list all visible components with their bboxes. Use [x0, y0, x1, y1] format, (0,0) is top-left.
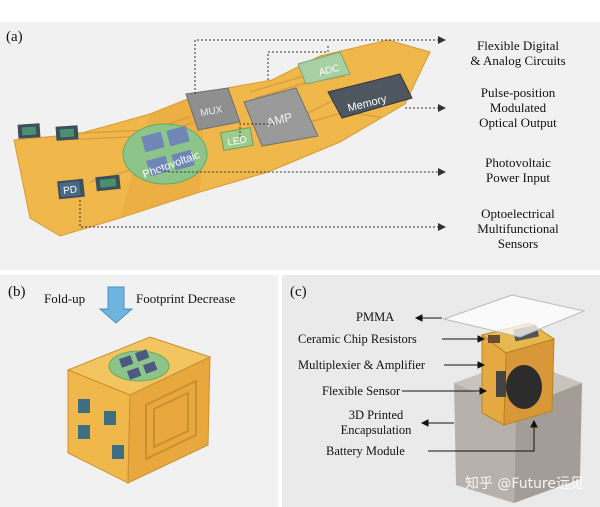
callout-sensors-line3: Sensors — [497, 236, 539, 251]
panel-a: PD Photovoltaic MUX LED — [0, 22, 600, 270]
amp-label: AMP — [265, 110, 294, 130]
multiplexier-amplifier-label: Multiplexier & Amplifier — [298, 358, 426, 372]
memory-chip — [327, 73, 413, 119]
inner-module — [480, 322, 556, 426]
callout-sensors-line1: Optoelectrical — [481, 206, 555, 221]
led-label: LED — [227, 134, 248, 148]
pmma-label: PMMA — [356, 310, 395, 324]
footprint-decrease-label: Footprint Decrease — [136, 291, 236, 306]
pmma-sheet — [442, 294, 586, 338]
folded-cube — [66, 336, 212, 484]
panel-b: (b) Fold-up Footprint Decrease — [0, 275, 278, 507]
callout-arrowheads — [438, 36, 446, 231]
callout-power-line2: Power Input — [486, 170, 550, 185]
callout-optical-line3: Optical Output — [479, 115, 557, 130]
watermark: 知乎 @Future远见 — [464, 476, 584, 492]
adc-chip — [297, 51, 351, 85]
panel-c-illustration — [402, 294, 586, 503]
fold-down-arrow — [98, 286, 134, 324]
callout-lines — [79, 39, 438, 228]
callout-digital: Flexible Digital & Analog Circuits — [446, 38, 590, 68]
photovoltaic-cell — [122, 123, 208, 185]
sensor-chips — [17, 123, 121, 192]
panel-c-label: (c) — [290, 284, 307, 300]
panel-a-illustration: PD Photovoltaic MUX LED — [13, 36, 446, 237]
pd-chip — [57, 178, 85, 200]
panel-b-label: (b) — [8, 284, 26, 300]
mux-chip — [185, 87, 241, 131]
callout-optical-line1: Pulse-position — [480, 85, 556, 100]
encapsulation-label: 3D Printed Encapsulation — [326, 408, 426, 438]
led-chip — [220, 126, 254, 152]
amp-chip — [243, 87, 319, 147]
adc-label: ADC — [318, 63, 341, 79]
label-arrows — [402, 314, 538, 452]
callout-sensors: Optoelectrical Multifunctional Sensors — [446, 206, 590, 251]
mux-label: MUX — [200, 104, 224, 119]
flexible-sensor-label: Flexible Sensor — [322, 384, 401, 398]
fold-up-label: Fold-up — [44, 291, 86, 306]
encapsulation-line2: Encapsulation — [340, 423, 412, 437]
callout-sensors-line2: Multifunctional — [477, 221, 559, 236]
pd-label: PD — [63, 184, 78, 196]
ceramic-chip-resistors-label: Ceramic Chip Resistors — [298, 332, 417, 346]
panel-c: (c) PMMA Ceramic Chip Resistors Multiple… — [282, 275, 600, 507]
panel-b-illustration — [66, 286, 212, 484]
callout-optical-line2: Modulated — [489, 100, 547, 115]
callout-power-line1: Photovoltaic — [485, 155, 551, 170]
battery-module-label: Battery Module — [326, 444, 405, 458]
callout-power: Photovoltaic Power Input — [446, 155, 590, 185]
encapsulation-line1: 3D Printed — [348, 408, 404, 422]
panel-a-label: (a) — [6, 29, 23, 45]
callout-optical: Pulse-position Modulated Optical Output — [446, 85, 590, 130]
callout-digital-line2: & Analog Circuits — [470, 53, 566, 68]
callout-digital-line1: Flexible Digital — [477, 38, 559, 53]
